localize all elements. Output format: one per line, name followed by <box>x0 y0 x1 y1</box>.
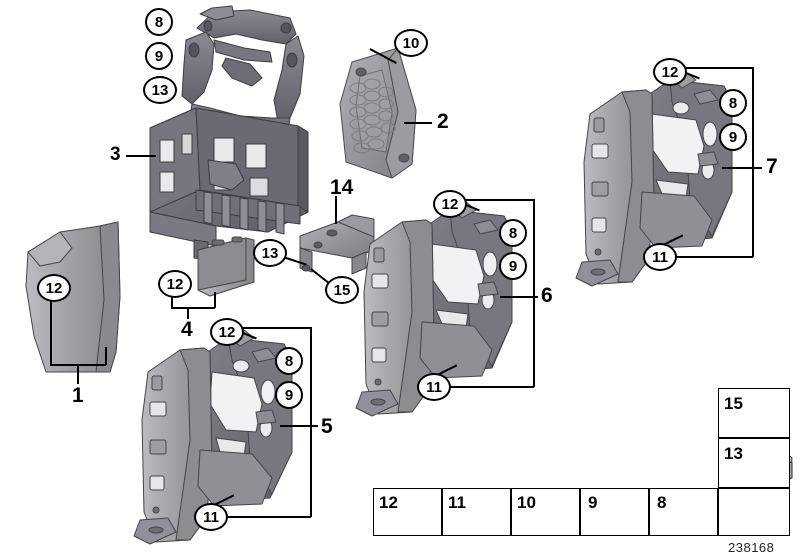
callout-8-item6[interactable]: 8 <box>499 219 527 247</box>
callout-12-item5[interactable]: 12 <box>210 318 244 346</box>
leader-12-item1 <box>50 300 52 364</box>
leader-2 <box>404 122 432 124</box>
callout-8-item7[interactable]: 8 <box>719 89 747 117</box>
leader-14 <box>335 196 337 224</box>
callout-12-item6[interactable]: 12 <box>433 190 467 218</box>
legend-cell-arrow[interactable] <box>718 488 790 536</box>
bracket-6-bottom <box>446 386 534 388</box>
bracket-5-bottom <box>222 516 311 518</box>
bracket-7-top <box>686 67 753 69</box>
legend-cell-13[interactable] <box>718 438 790 488</box>
bracket-6-right <box>533 199 535 387</box>
item-number-5[interactable]: 5 <box>321 415 333 438</box>
item-number-4[interactable]: 4 <box>181 318 193 341</box>
callout-9-carrier[interactable]: 9 <box>145 42 173 70</box>
callout-8-item5[interactable]: 8 <box>275 347 303 375</box>
legend-label-9: 9 <box>588 493 598 512</box>
callout-12-item1[interactable]: 12 <box>37 274 71 302</box>
part-2-honeycomb-trim-panel <box>339 47 417 179</box>
item-number-3[interactable]: 3 <box>110 144 121 165</box>
callout-12-item4[interactable]: 12 <box>158 270 192 298</box>
item-number-1[interactable]: 1 <box>72 384 84 407</box>
callout-15-item14[interactable]: 15 <box>325 276 359 304</box>
leader-4 <box>187 307 189 319</box>
part-5-console-side-trim-assembly <box>133 329 293 545</box>
item-number-7[interactable]: 7 <box>766 155 778 178</box>
part-7-console-side-trim-assembly <box>575 71 733 287</box>
callout-13-carrier[interactable]: 13 <box>143 76 177 104</box>
leader-3 <box>126 155 156 157</box>
legend-cell-9[interactable] <box>580 488 649 536</box>
callout-10-panel[interactable]: 10 <box>394 29 428 57</box>
leader-12-item4 <box>171 296 173 308</box>
item-number-2[interactable]: 2 <box>437 110 449 133</box>
leader-7 <box>722 167 762 169</box>
callout-13-item14[interactable]: 13 <box>253 239 287 267</box>
item-number-14[interactable]: 14 <box>330 176 354 199</box>
callout-9-item6[interactable]: 9 <box>499 252 527 280</box>
bracket-1-r <box>105 347 107 365</box>
legend-label-15: 15 <box>724 394 743 413</box>
bracket-7-bottom <box>672 256 753 258</box>
callout-11-item7[interactable]: 11 <box>643 243 677 271</box>
legend-cell-15[interactable] <box>718 388 790 438</box>
bracket-7-right <box>752 67 754 257</box>
legend-label-8: 8 <box>657 493 667 512</box>
bracket-4-r <box>214 292 216 308</box>
legend-label-13: 13 <box>724 444 743 463</box>
part-14-mounting-bracket <box>299 214 375 275</box>
callout-11-item6[interactable]: 11 <box>417 373 451 401</box>
bracket-5-top <box>243 327 311 329</box>
callout-9-item5[interactable]: 9 <box>275 381 303 409</box>
leader-6 <box>500 296 538 298</box>
bracket-6-top <box>466 199 534 201</box>
leader-1 <box>77 364 79 384</box>
legend-label-10: 10 <box>517 493 536 512</box>
part-6-console-side-trim-assembly <box>355 201 513 417</box>
callout-9-item7[interactable]: 9 <box>719 123 747 151</box>
callout-12-item7[interactable]: 12 <box>653 58 687 86</box>
legend-cell-12[interactable] <box>373 488 442 536</box>
part-1-left-trim-panel <box>25 221 121 373</box>
legend-label-11: 11 <box>448 493 466 512</box>
item-number-6[interactable]: 6 <box>541 284 553 307</box>
part-3-center-console-carrier <box>149 5 309 261</box>
callout-11-item5[interactable]: 11 <box>194 503 228 531</box>
legend-label-12: 12 <box>379 493 398 512</box>
part-4-storage-flap <box>197 236 255 297</box>
legend-cell-8[interactable] <box>649 488 718 536</box>
callout-8-carrier[interactable]: 8 <box>145 8 173 36</box>
legend-cell-11[interactable] <box>442 488 511 536</box>
legend-cell-10[interactable] <box>511 488 580 536</box>
leader-5 <box>280 425 318 427</box>
drawing-number: 238168 <box>728 540 775 555</box>
bracket-5-right <box>310 327 312 517</box>
bracket-4-h <box>171 307 215 309</box>
